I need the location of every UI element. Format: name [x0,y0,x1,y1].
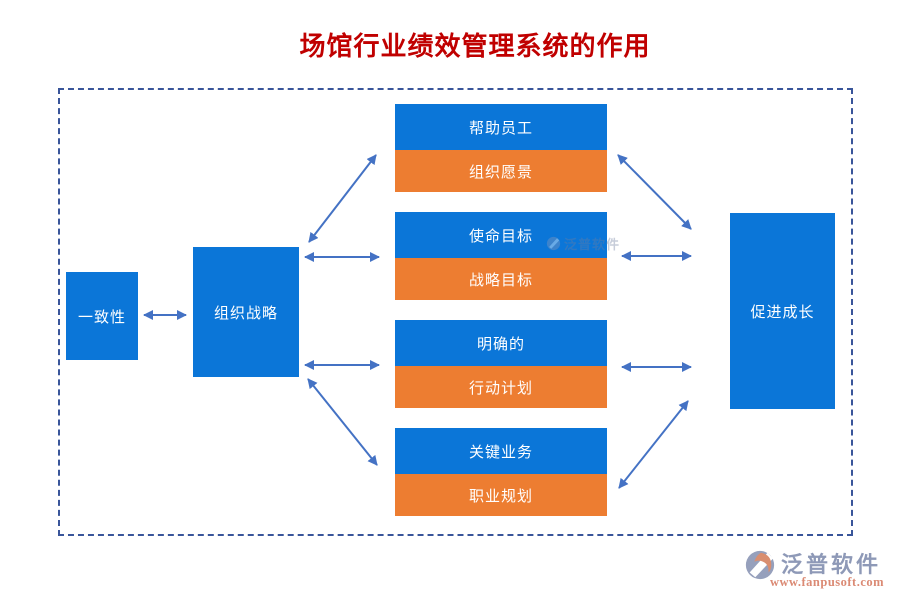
strategy-box: 组织战略 [193,247,299,377]
footer-logo: 泛普软件 www.fanpusoft.com [744,547,896,593]
pair2-bottom-box: 战略目标 [395,258,607,300]
pair4-bottom-box: 职业规划 [395,474,607,516]
page-title: 场馆行业绩效管理系统的作用 [299,32,651,61]
watermark-text: 泛普软件 [564,237,621,252]
watermark: 泛普软件 [546,234,620,253]
pair3-bottom-box: 行动计划 [395,366,607,408]
pair1-bottom-box: 组织愿景 [395,150,607,192]
pair3-top-box: 明确的 [395,320,607,366]
diagram-dashed-border [58,88,853,536]
footer-url-text: www.fanpusoft.com [770,575,885,589]
footer-brand-text: 泛普软件 [781,552,882,577]
pair1-top-box: 帮助员工 [395,104,607,150]
watermark-logo-icon [546,236,561,251]
consistency-box: 一致性 [66,272,138,360]
pair2-top-box: 使命目标 [395,212,607,258]
pair4-top-box: 关键业务 [395,428,607,474]
growth-box: 促进成长 [730,213,835,409]
fanpu-logo-icon [745,550,775,580]
